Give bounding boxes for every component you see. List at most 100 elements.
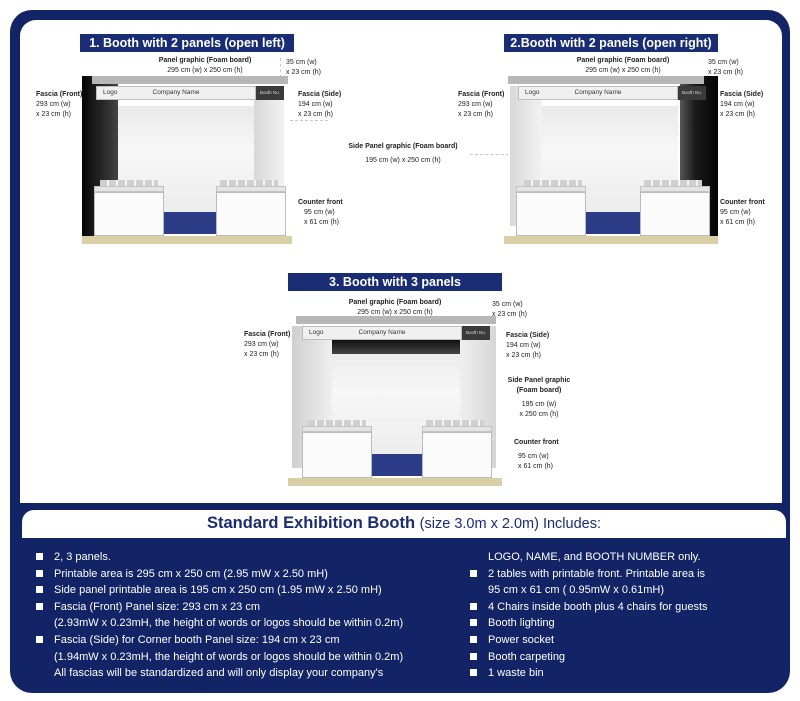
booth2-counter-top-left <box>516 186 586 192</box>
list-item: All fascias will be standardized and wil… <box>36 665 403 682</box>
booth1-drawing: Logo Company Name Booth No. <box>82 76 292 244</box>
booth3-fascia-front-h: x 23 cm (h) <box>244 351 280 358</box>
side-panel-graphic-size: 195 cm (w) x 250 cm (h) <box>365 157 441 164</box>
booth3-counter-top-left <box>302 426 372 432</box>
list-item: (1.94mW x 0.23mH, the height of words or… <box>36 649 403 666</box>
booth2-fascia-logo: Logo <box>525 89 540 96</box>
booth3-panel-graphic: Panel graphic (Foam board) 295 cm (w) x … <box>330 298 460 318</box>
booth1-beam <box>92 76 288 84</box>
list-item-text: LOGO, NAME, and BOOTH NUMBER only. <box>488 551 701 563</box>
list-item-text: 2 tables with printable front. Printable… <box>488 567 706 580</box>
booth2-top-dim: 35 cm (w) x 23 cm (h) <box>708 58 743 78</box>
bullet-square-icon <box>36 553 43 560</box>
booth1-fascia-side-name: Fascia (Side) <box>298 91 342 98</box>
bullet-square-icon <box>36 569 43 577</box>
booth3-title: 3. Booth with 3 panels <box>288 273 502 291</box>
booth2-counter-top-right <box>640 186 710 192</box>
booth1-fascia-front-name: Fascia (Front) <box>36 91 83 98</box>
booth3-counter-front: Counter front 95 cm (w) x 61 cm (h) <box>514 438 559 472</box>
booth3-counter-front-h: x 61 cm (h) <box>518 463 554 470</box>
booth1-dim-line <box>290 120 328 121</box>
list-item-text: (2.93mW x 0.23mH, the height of words or… <box>54 617 404 630</box>
list-item-text: Printable area is 295 cm x 250 cm (2.95 … <box>54 567 328 580</box>
list-item: 4 Chairs inside booth plus 4 chairs for … <box>470 599 708 616</box>
booth2-top-dim-h: x 23 cm (h) <box>708 69 744 76</box>
booth1-carpet <box>152 212 222 234</box>
booth1-fascia-front-w: 293 cm (w) <box>36 101 71 108</box>
booth3-top-dim-h: x 23 cm (h) <box>492 311 528 318</box>
booth3-drawing: Logo Company Name Booth No. <box>288 316 502 486</box>
booth2-counter-front-h: x 61 cm (h) <box>720 219 756 226</box>
standard-subtitle: (size 3.0m x 2.0m) Includes: <box>419 516 601 532</box>
booth1-counter-front: Counter front 95 cm (w) x 61 cm (h) <box>298 198 343 228</box>
booth3-side-panel-name1: Side Panel graphic <box>507 377 571 384</box>
list-item-text: (1.94mW x 0.23mH, the height of words or… <box>54 650 404 663</box>
booth2-fascia-company: Company Name <box>574 89 622 96</box>
booth2-fascia-front-w: 293 cm (w) <box>458 101 493 108</box>
booth3-chairs-left <box>308 420 366 427</box>
booth2-counter-left <box>516 192 586 236</box>
side-panel-graphic-label: Side Panel graphic (Foam board) 195 cm (… <box>338 142 468 166</box>
list-item-text: 4 Chairs inside booth plus 4 chairs for … <box>488 600 708 613</box>
booth3-top-dim-w: 35 cm (w) <box>492 301 523 308</box>
standard-title-bar: Standard Exhibition Booth (size 3.0m x 2… <box>22 510 786 538</box>
booth3-fascia-front-w: 293 cm (w) <box>244 341 279 348</box>
booth3-floor <box>288 478 502 486</box>
booth3-counter-right <box>422 432 492 478</box>
booth1-chairs-right <box>220 180 278 187</box>
booth1-counter-front-name: Counter front <box>298 199 343 206</box>
booth2-floor <box>504 236 718 244</box>
booth2-fascia-front-name: Fascia (Front) <box>458 91 505 98</box>
booth3-side-panel-w: 195 cm (w) <box>521 401 557 408</box>
list-item-text: All fascias will be standardized and wil… <box>54 667 384 680</box>
bullet-square-icon <box>36 586 43 594</box>
booth3-side-panel: Side Panel graphic (Foam board) 195 cm (… <box>504 376 574 420</box>
list-item: LOGO, NAME, and BOOTH NUMBER only. <box>470 549 708 566</box>
booth2-beam <box>508 76 704 84</box>
side-panel-graphic-name: Side Panel graphic (Foam board) <box>348 143 458 150</box>
side-panel-dim-line <box>470 154 514 155</box>
bullet-square-icon <box>470 619 477 627</box>
list-item: Booth carpeting <box>470 649 708 666</box>
list-item: Booth lighting <box>470 615 708 632</box>
booth3-top-dim: 35 cm (w) x 23 cm (h) <box>492 300 527 320</box>
booth2-counter-front: Counter front 95 cm (w) x 61 cm (h) <box>720 198 765 228</box>
booth1-fascia-front: Fascia (Front) 293 cm (w) x 23 cm (h) <box>36 90 82 120</box>
booth1-fascia-company: Company Name <box>152 89 200 96</box>
booth1-counter-left <box>94 192 164 236</box>
booth1-top-dim-w: 35 cm (w) <box>286 59 317 66</box>
booth2-chairs-left <box>524 180 582 187</box>
booth3-fascia-side-w: 194 cm (w) <box>506 342 541 349</box>
booth2-drawing: Logo Company Name Booth No. <box>504 76 718 244</box>
list-item: 2 tables with printable front. Printable… <box>470 566 708 583</box>
booth2-panel-graphic-size: 295 cm (w) x 250 cm (h) <box>585 67 661 74</box>
booth2-panel-graphic-name: Panel graphic (Foam board) <box>576 57 670 64</box>
booth2-counter-front-name: Counter front <box>720 199 765 206</box>
bullet-square-icon <box>470 652 477 660</box>
booth1-fascia-side: Fascia (Side) 194 cm (w) x 23 cm (h) <box>298 90 341 120</box>
list-item: 2, 3 panels. <box>36 549 403 566</box>
booth3-back-shadow <box>332 340 460 354</box>
list-item: Side panel printable area is 195 cm x 25… <box>36 582 403 599</box>
list-item: 1 waste bin <box>470 665 708 682</box>
booth1-counter-right <box>216 192 286 236</box>
booth2-booth-no: Booth No. <box>678 86 706 100</box>
list-item-text: Booth carpeting <box>488 650 566 663</box>
bullet-square-icon <box>470 602 477 610</box>
booth2-chairs-right <box>644 180 702 187</box>
bullet-square-icon <box>470 635 477 643</box>
booth2-top-dim-w: 35 cm (w) <box>708 59 739 66</box>
booth3-fascia-front-name: Fascia (Front) <box>244 331 291 338</box>
booth3-counter-front-w: 95 cm (w) <box>518 453 549 460</box>
standard-right-list: LOGO, NAME, and BOOTH NUMBER only. 2 tabl… <box>470 549 708 682</box>
list-item: Fascia (Side) for Corner booth Panel siz… <box>36 632 403 649</box>
booth3-side-panel-name2: (Foam board) <box>516 387 562 394</box>
booth1-counter-top-right <box>216 186 286 192</box>
booth1-fascia: Logo Company Name <box>96 86 256 100</box>
booth1-counter-top-left <box>94 186 164 192</box>
list-item-text: Power socket <box>488 633 555 646</box>
booth3-fascia-logo: Logo <box>309 329 324 336</box>
booth3-fascia-side-h: x 23 cm (h) <box>506 352 542 359</box>
booth3-counter-front-name: Counter front <box>514 439 559 446</box>
booth1-panel-graphic-name: Panel graphic (Foam board) <box>158 57 252 64</box>
